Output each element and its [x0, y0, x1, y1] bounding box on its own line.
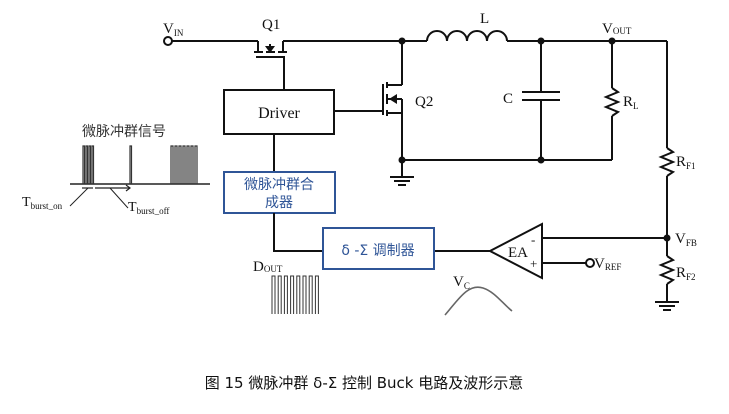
rf2-resistor — [658, 255, 676, 285]
rf1-resistor — [658, 147, 676, 177]
burst-pulse — [91, 145, 95, 184]
vc-label: VC — [453, 274, 470, 291]
dout-pulse — [302, 275, 307, 314]
burst-pulse — [178, 145, 182, 184]
dout-pulse — [283, 275, 288, 314]
burst-pulse — [170, 145, 174, 184]
modulator-label: δ -Σ 调制器 — [341, 243, 414, 259]
burst-pulse — [174, 145, 178, 184]
delta-sigma-modulator-block — [322, 227, 435, 270]
ground-icon — [390, 160, 414, 186]
q1-transistor — [254, 40, 402, 90]
burst-pulse — [182, 145, 186, 184]
dout-pulse — [290, 275, 295, 314]
error-amplifier — [487, 222, 543, 280]
t-burst-off-label: Tburst_off — [128, 200, 169, 216]
inductor-label: L — [480, 11, 489, 27]
rf2-label: RF2 — [676, 265, 696, 282]
driver-label: Driver — [258, 105, 300, 122]
burst-pulse — [194, 145, 198, 184]
vin-terminal — [163, 36, 173, 46]
vfb-label: VFB — [675, 231, 697, 248]
burst-pulse-waveform — [82, 145, 198, 184]
rf1-label: RF1 — [676, 154, 696, 171]
burst-pulse — [129, 145, 133, 184]
inductor-coil — [426, 30, 508, 42]
ea-label: EA — [508, 245, 528, 261]
ea-plus-label: + — [530, 256, 537, 271]
ea-minus-label: - — [531, 232, 535, 247]
dout-label: DOUT — [253, 259, 283, 275]
vin-label: VIN — [163, 21, 184, 38]
figure-caption: 图 15 微脉冲群 δ-Σ 控制 Buck 电路及波形示意 — [205, 374, 524, 392]
dout-pulse — [271, 275, 276, 314]
q1-arrow-icon — [265, 46, 275, 53]
vout-label: VOUT — [602, 21, 632, 37]
burst-pulse — [82, 145, 86, 184]
synth-label-line2: 成器 — [265, 195, 293, 211]
t-burst-on-leader — [69, 187, 89, 207]
dout-pulse — [314, 275, 319, 314]
burst-pulse — [88, 145, 92, 184]
t-burst-on-label: Tburst_on — [22, 195, 63, 211]
dout-pulse-waveform — [271, 275, 319, 314]
q2-arrow-icon — [389, 94, 397, 104]
burst-pulse — [186, 145, 190, 184]
dout-pulse — [308, 275, 313, 314]
burst-pulse — [190, 145, 194, 184]
ground-icon — [655, 284, 679, 311]
dout-pulse — [277, 275, 282, 314]
synth-label-line1: 微脉冲群合 — [244, 177, 314, 193]
vref-terminal — [585, 258, 595, 268]
vc-sine-waveform — [444, 286, 513, 316]
capacitor — [522, 41, 560, 160]
q2-transistor — [382, 41, 403, 160]
vref-label: VREF — [594, 256, 621, 272]
driver-block — [223, 89, 335, 135]
burst-pulse — [85, 145, 89, 184]
load-resistor — [603, 41, 621, 160]
burst-signal-title: 微脉冲群信号 — [82, 124, 166, 140]
capacitor-label: C — [503, 91, 513, 107]
t-burst-off-leader — [109, 187, 129, 209]
dout-pulse — [296, 275, 301, 314]
rl-label: RL — [623, 94, 639, 111]
q1-label: Q1 — [262, 17, 280, 33]
q2-label: Q2 — [415, 94, 433, 110]
wire-synth-modulator — [273, 213, 323, 252]
burst-synthesizer-block — [223, 171, 336, 214]
